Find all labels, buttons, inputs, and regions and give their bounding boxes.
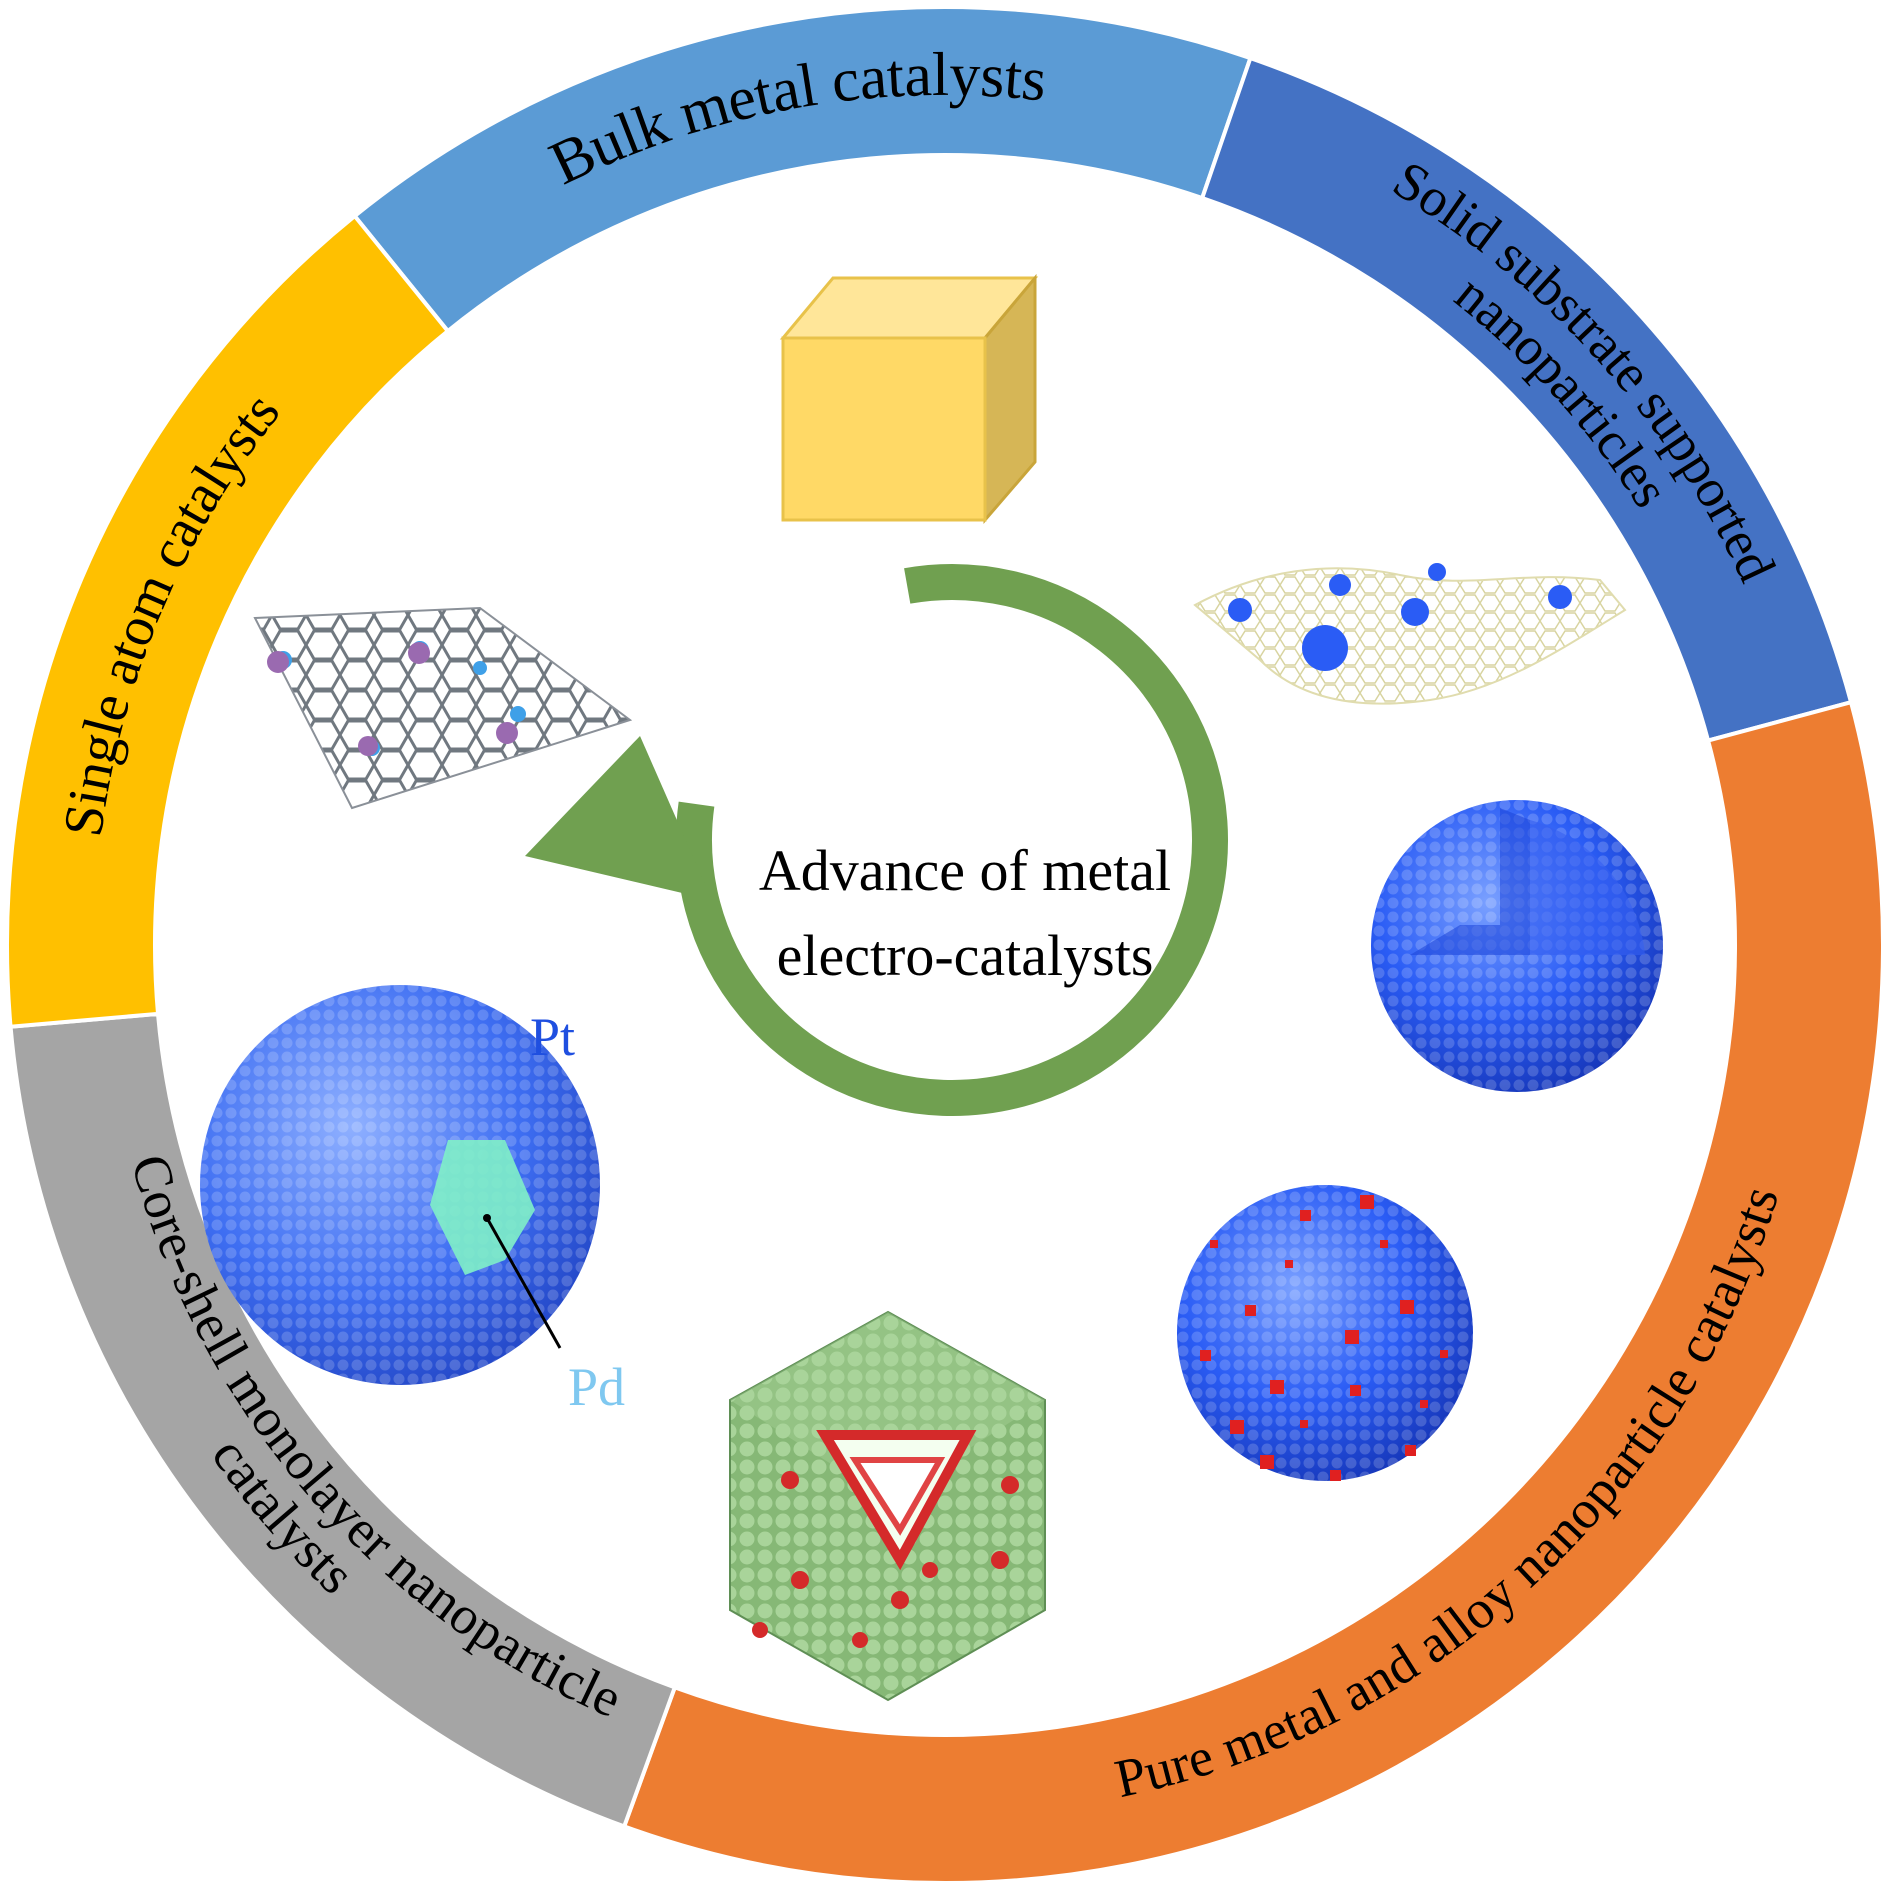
alloy-atom — [1285, 1260, 1293, 1268]
sphere-cutaway-icon — [1371, 800, 1663, 1092]
alloy-atom — [1270, 1380, 1284, 1394]
ring-segment-single — [5, 213, 451, 1029]
cube-icon — [779, 273, 1039, 525]
alloy-atom — [1380, 1240, 1388, 1248]
alloy-atom — [1400, 1300, 1414, 1314]
alloy-atom — [1300, 1210, 1311, 1221]
core-shell-sphere-icon — [200, 985, 600, 1385]
alloy-atom — [1405, 1445, 1416, 1456]
graphene-sheet-icon — [253, 606, 633, 810]
alloy-atom — [1330, 1470, 1341, 1481]
pt-label: Pt — [530, 1007, 575, 1067]
alloy-atom — [1350, 1385, 1361, 1396]
alloy-atom — [1230, 1420, 1244, 1434]
ring-segment-pure — [621, 699, 1885, 1885]
alloy-sphere-icon — [1177, 1185, 1473, 1481]
alloy-atom — [1420, 1400, 1428, 1408]
alloy-atom — [1210, 1240, 1218, 1248]
center-title-line1: Advance of metal — [759, 838, 1171, 903]
icosahedron-icon — [729, 1310, 1046, 1702]
alloy-atom — [1360, 1195, 1374, 1209]
alloy-atom — [1200, 1350, 1211, 1361]
alloy-atom — [1245, 1305, 1256, 1316]
substrate-nanoparticles-icon — [1193, 563, 1627, 705]
alloy-atom — [1300, 1420, 1308, 1428]
alloy-atom — [1260, 1455, 1274, 1469]
cycle-arrow — [525, 564, 1228, 1116]
alloy-atom — [1440, 1350, 1448, 1358]
center-title-line2: electro-catalysts — [777, 923, 1154, 988]
alloy-atom — [1345, 1330, 1359, 1344]
pd-label: Pd — [568, 1357, 625, 1417]
